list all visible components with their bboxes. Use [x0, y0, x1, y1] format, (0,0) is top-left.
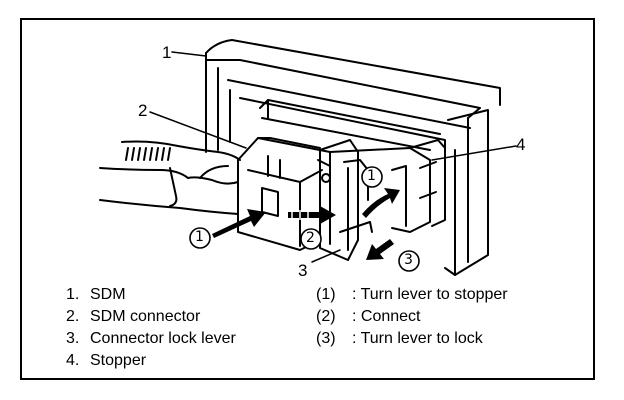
legend-step-text-2: : Connect	[352, 308, 421, 325]
legend-text-4: Stopper	[90, 352, 147, 369]
step-1-label: 1	[195, 229, 204, 245]
legend-text-1: SDM	[90, 286, 126, 303]
legend-step-text-3: : Turn lever to lock	[352, 330, 483, 347]
legend-num-2: 2.	[66, 308, 80, 325]
stopper-area	[321, 139, 446, 233]
step-3-label: 3	[404, 252, 413, 268]
callout-3: 3	[298, 261, 308, 280]
callout-4: 4	[516, 135, 526, 154]
leader-lines	[149, 51, 517, 263]
legend-text-3: Connector lock lever	[90, 330, 236, 347]
figure-frame	[20, 18, 595, 380]
step-1-label-2: 1	[367, 168, 376, 184]
legend-text-2: SDM connector	[90, 308, 201, 325]
arrow-step-1-curved	[362, 188, 400, 218]
legend-num-4: 4.	[66, 352, 80, 369]
step-circles	[189, 166, 420, 272]
arrow-step-3	[366, 239, 394, 260]
arrow-step-1	[212, 209, 266, 238]
sdm-housing	[205, 39, 501, 276]
connector-lock-lever	[317, 139, 373, 261]
legend-num-1: 1.	[66, 286, 80, 303]
arrows	[212, 188, 400, 260]
legend-step-num-1: (1)	[316, 286, 336, 303]
callout-1: 1	[162, 43, 172, 62]
legend-step-num-3: (3)	[316, 330, 336, 347]
hand-drawing	[99, 140, 241, 215]
legend-num-3: 3.	[66, 330, 80, 347]
legend-step-text-1: : Turn lever to stopper	[352, 286, 508, 303]
step-2-label: 2	[306, 230, 315, 246]
legend-step-num-2: (2)	[316, 308, 336, 325]
callout-2: 2	[138, 101, 148, 120]
arrow-step-2	[288, 206, 336, 224]
